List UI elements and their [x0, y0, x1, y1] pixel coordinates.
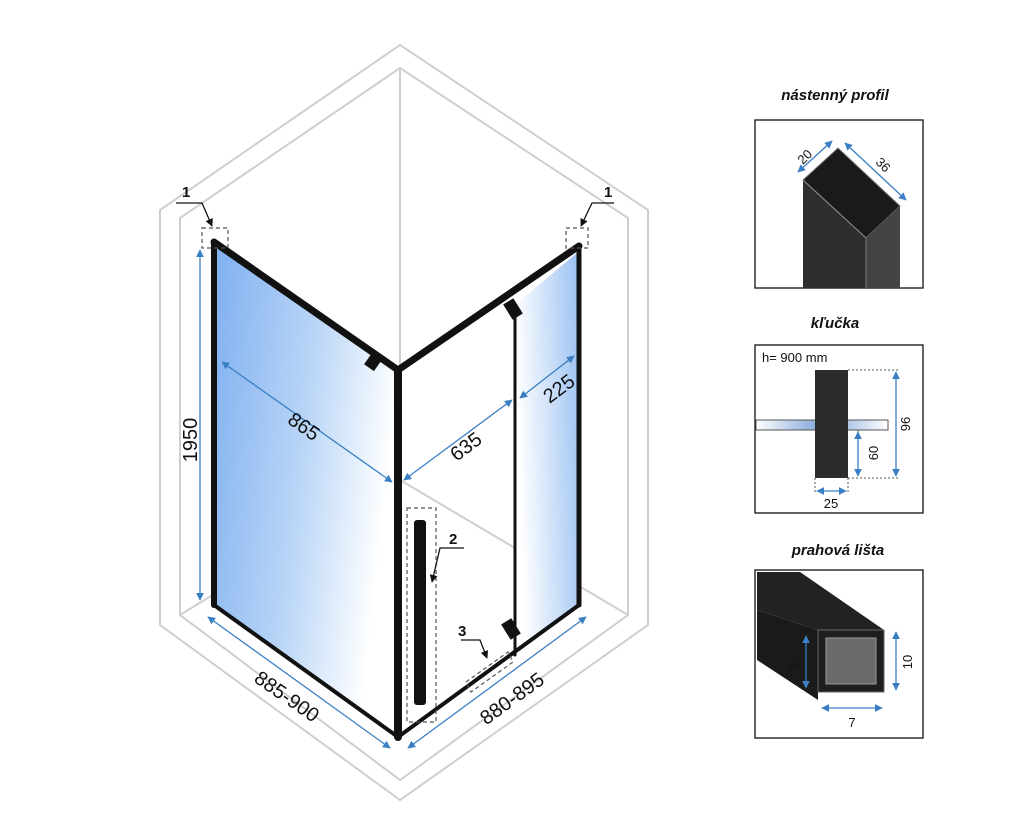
handle-dim-60: 60: [866, 446, 881, 460]
callout-1-left: 1: [182, 184, 190, 201]
detail-threshold-title: prahová lišta: [791, 542, 885, 559]
callout-3: 3: [458, 623, 466, 640]
wall-profile-callout-boxes: [201, 227, 589, 249]
handle-dim-25: 25: [824, 496, 838, 511]
threshold-dim-10: 10: [900, 655, 915, 669]
detail-threshold-strip: prahová lišta 9 10 7: [754, 542, 924, 739]
detail-handle: kľučka h= 900 mm 96 60 25: [754, 315, 924, 514]
dimension-lines: [196, 249, 587, 749]
callout-2: 2: [449, 531, 457, 548]
left-glass-panel: [215, 245, 398, 738]
detail-wall-profile: nástenný profil 20 36: [754, 87, 924, 289]
door-handle: [406, 507, 437, 723]
door-width-label: 635: [446, 428, 486, 466]
handle-dim-96: 96: [898, 417, 913, 431]
callout-1-right: 1: [604, 184, 612, 201]
detail-wall-profile-title: nástenný profil: [781, 87, 889, 104]
height-label: 1950: [180, 418, 202, 463]
threshold-dim-9: 9: [786, 662, 801, 669]
detail-handle-title: kľučka: [811, 315, 859, 332]
right-fixed-glass-panel: [515, 252, 578, 655]
threshold-dim-7: 7: [848, 715, 855, 730]
detail-handle-note: h= 900 mm: [762, 350, 827, 365]
